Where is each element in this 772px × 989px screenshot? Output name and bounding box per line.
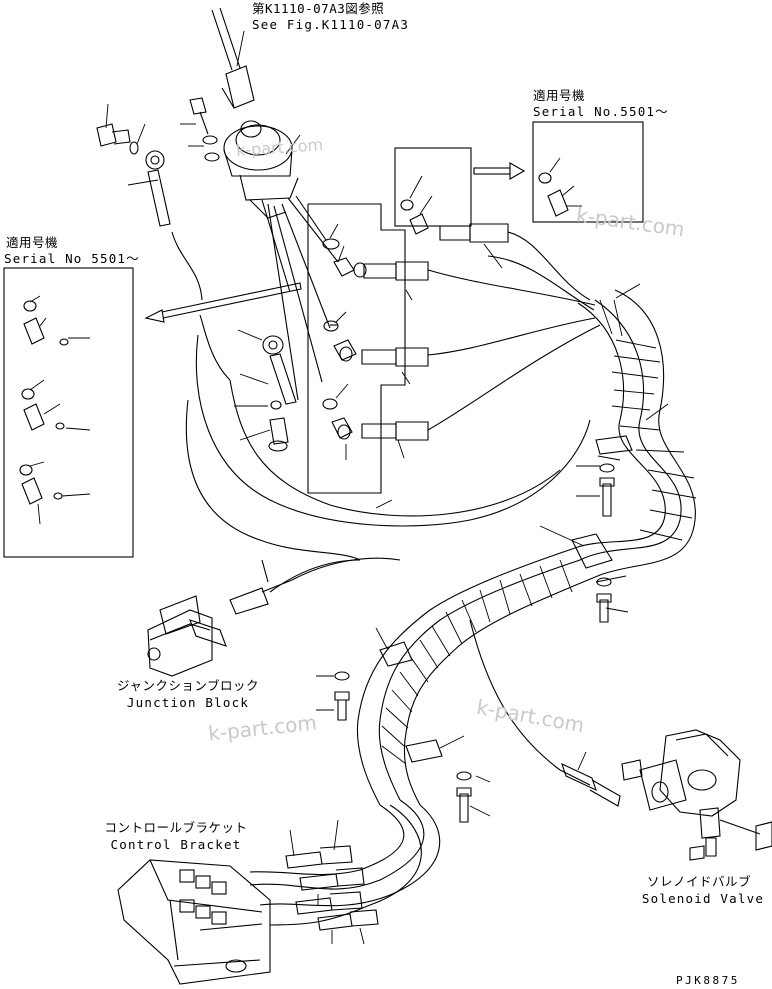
clamp-2 [571, 533, 613, 569]
leader-lines-top [105, 30, 301, 186]
control-bracket-jp: コントロールブラケット [104, 820, 248, 835]
junction-block [147, 579, 293, 677]
hose-loop-left [185, 314, 591, 561]
fittings-box [322, 238, 367, 440]
junction-block-en: Junction Block [126, 695, 250, 710]
wrapped-hose-bundle [249, 289, 696, 926]
sensor-hoses [171, 195, 339, 401]
solenoid-valve-en: Solenoid Valve [641, 891, 765, 906]
leader-lines-right [316, 283, 669, 817]
control-bracket [117, 859, 271, 985]
arrow-left [144, 282, 302, 323]
hose-ends-box [361, 223, 509, 441]
serial-box-right [532, 121, 644, 223]
ref-label-en: See Fig.K1110-07A3 [252, 17, 410, 32]
pressure-sensor [211, 7, 299, 219]
serial-left-en: Serial No 5501～ [4, 251, 140, 266]
serial-box-left [3, 267, 134, 558]
serial-right-jp: 適用号機 [533, 88, 586, 103]
banjo-bolt [96, 123, 171, 227]
solenoid-valve [621, 729, 772, 861]
right-box-fittings [538, 172, 569, 217]
junction-to-sensor-hose [269, 559, 361, 593]
solenoid-valve-jp: ソレノイドバルブ [646, 874, 751, 889]
fitting-group-box [307, 203, 406, 494]
ref-label-jp: 第K1110-07A3図参照 [252, 1, 385, 16]
drawing-code: PJK8875 [676, 974, 740, 987]
junction-hoses [261, 557, 401, 583]
small-box-fittings [400, 199, 429, 235]
leader-lines-mid [234, 329, 271, 441]
leader-lines-solenoid [577, 751, 587, 771]
box-hoses [427, 231, 601, 431]
solenoid-hose [469, 619, 621, 807]
bolt-top-left [189, 97, 220, 162]
serial-left-jp: 適用号機 [6, 235, 59, 250]
small-fitting-box [394, 147, 472, 227]
clamp-1 [595, 435, 633, 455]
control-bracket-en: Control Bracket [110, 837, 242, 852]
leader-lines-bracket [289, 819, 365, 945]
bracket-hose-ends [285, 845, 379, 931]
leader-lines-left-box [29, 295, 91, 525]
leader-lines-right-box [549, 157, 582, 207]
junction-block-jp: ジャンクションブロック [116, 678, 259, 693]
clamp-4 [405, 739, 443, 763]
bolts-right [334, 463, 615, 823]
mid-left-fitting [262, 335, 297, 452]
serial-right-en: Serial No.5501～ [533, 104, 669, 119]
wrap-bands [381, 299, 697, 765]
left-box-fittings [19, 300, 69, 505]
leader-lines-box [329, 175, 503, 509]
arrow-right [473, 162, 526, 180]
clamp-3 [379, 641, 413, 667]
